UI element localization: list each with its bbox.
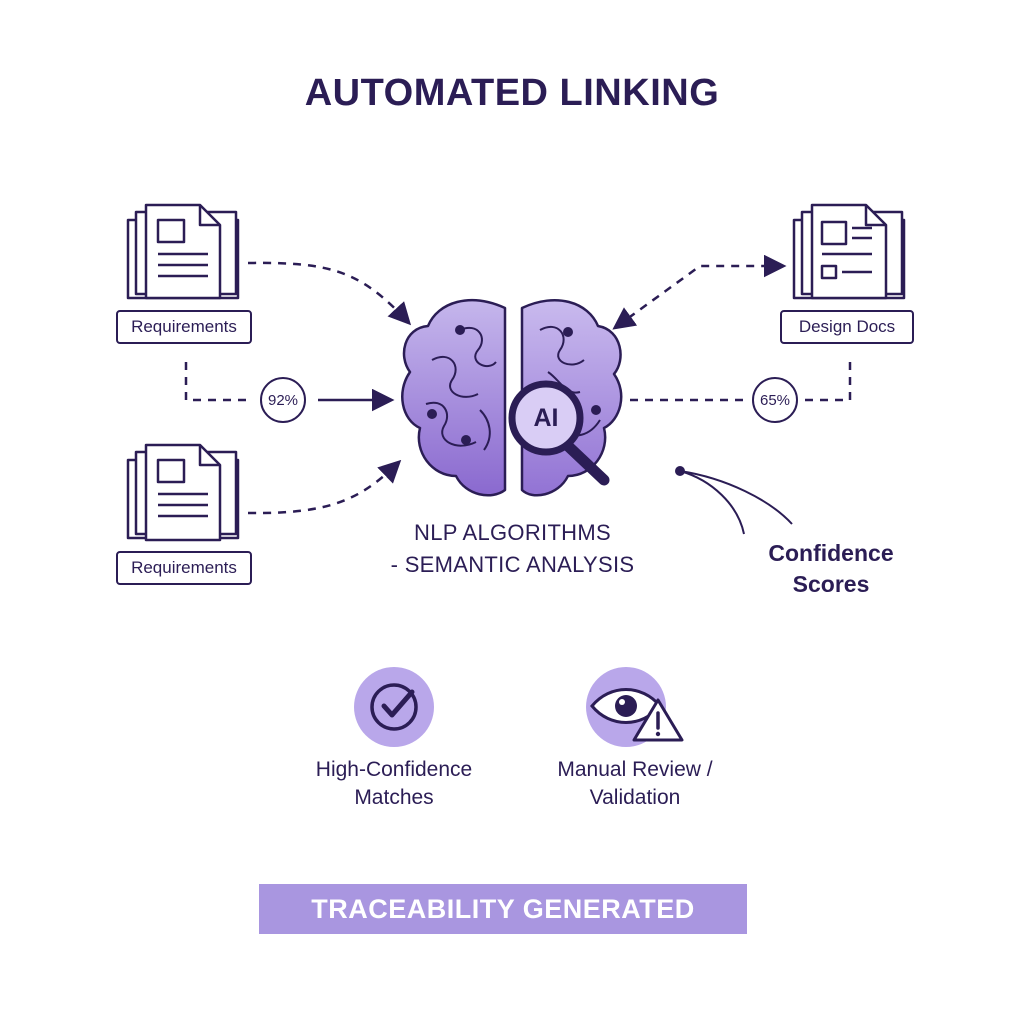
design-docs-label: Design Docs bbox=[780, 310, 914, 344]
requirements-label-top: Requirements bbox=[116, 310, 252, 344]
traceability-banner: TRACEABILITY GENERATED bbox=[259, 884, 747, 934]
high-confidence-line-2: Matches bbox=[354, 786, 434, 809]
manual-review-line-2: Validation bbox=[589, 786, 681, 809]
high-confidence-line-1: High-Confidence bbox=[315, 758, 473, 781]
caption-line-1: NLP ALGORITHMS bbox=[414, 520, 611, 545]
page-title: AUTOMATED LINKING bbox=[304, 72, 720, 114]
score-badge-left: 92% bbox=[260, 377, 306, 423]
design-docs-document-icon bbox=[792, 203, 906, 300]
manual-review-line-1: Manual Review / bbox=[557, 758, 713, 781]
confidence-line-1: Confidence bbox=[768, 540, 894, 566]
annotation-pointer bbox=[675, 466, 793, 535]
eye-warning-icon bbox=[586, 667, 684, 747]
score-badge-right: 65% bbox=[752, 377, 798, 423]
check-circle-icon bbox=[354, 667, 434, 747]
connector-lines bbox=[184, 254, 852, 515]
high-confidence-label: High-Confidence Matches bbox=[276, 756, 512, 812]
confidence-line-2: Scores bbox=[792, 571, 870, 597]
requirements-document-icon bbox=[126, 203, 240, 300]
requirements-document-icon-2 bbox=[126, 443, 240, 542]
ai-badge: AI bbox=[533, 403, 559, 432]
requirements-label-bottom: Requirements bbox=[116, 551, 252, 585]
confidence-annotation: Confidence Scores bbox=[736, 538, 926, 600]
caption-line-2: - SEMANTIC ANALYSIS bbox=[390, 552, 635, 577]
center-caption: NLP ALGORITHMS - SEMANTIC ANALYSIS bbox=[340, 517, 685, 581]
magnifier-icon bbox=[508, 380, 610, 486]
manual-review-label: Manual Review / Validation bbox=[520, 756, 750, 812]
